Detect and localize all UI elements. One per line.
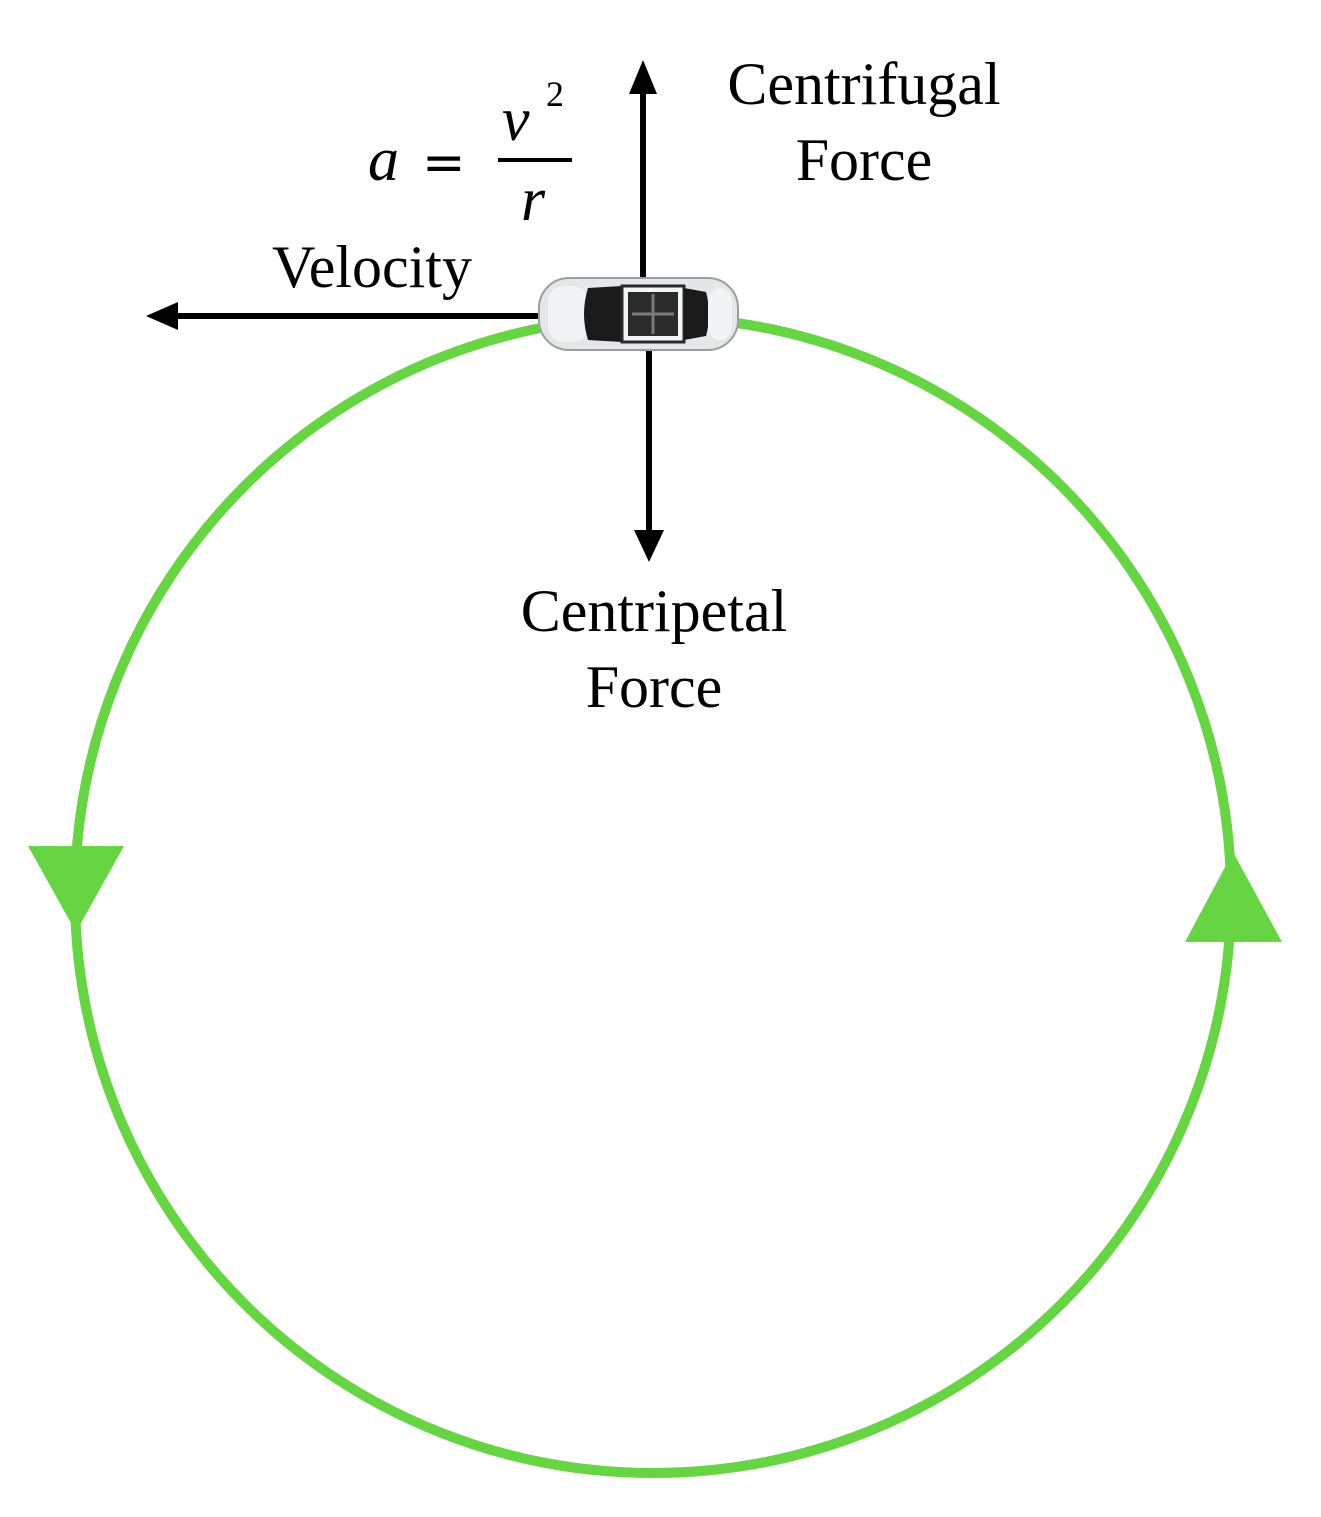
formula-equals: = (422, 133, 466, 193)
circular-path (70, 312, 1236, 1478)
centripetal-label-line2: Force (586, 654, 723, 720)
formula-lhs: a (368, 126, 399, 194)
formula-numerator: v (502, 86, 530, 154)
path-direction-arrow-left (28, 846, 124, 932)
centripetal-arrow (634, 330, 664, 562)
centrifugal-arrow (629, 60, 657, 300)
centripetal-label-line1: Centripetal (521, 578, 788, 644)
velocity-arrow (146, 302, 560, 330)
path-direction-arrow-right (1185, 852, 1282, 942)
car-topview-icon (538, 277, 739, 351)
velocity-label: Velocity (272, 234, 472, 300)
formula-denominator: r (521, 166, 546, 234)
centrifugal-label-line2: Force (796, 127, 933, 193)
formula-exponent: 2 (546, 74, 564, 114)
centrifugal-label-line1: Centrifugal (727, 51, 1000, 117)
acceleration-formula: a = v 2 r (368, 74, 572, 234)
